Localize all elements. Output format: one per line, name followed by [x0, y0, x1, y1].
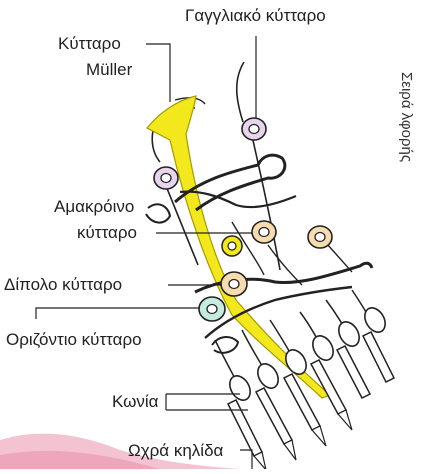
cone-body: [226, 372, 255, 404]
cone-outer-segment: [337, 346, 370, 398]
label-muller-line2: Müller: [86, 60, 132, 80]
label-horizontal-cell: Οριζόντιο κύτταρο: [6, 330, 142, 350]
cone-body: [309, 332, 338, 364]
synaptic-plexus: [212, 337, 238, 353]
cone-outer-segment: [256, 388, 292, 444]
synaptic-plexus: [146, 204, 170, 222]
nerve-fiber: [237, 62, 244, 122]
cone-tip: [284, 440, 296, 460]
cone-tip: [338, 410, 352, 430]
leader-line-muller: [146, 44, 170, 102]
cone-body: [254, 360, 283, 392]
cone-tip: [312, 426, 326, 446]
label-ochra: Ωχρά κηλίδα: [128, 441, 223, 461]
side-caption: Σειρά λφορής: [398, 72, 415, 162]
label-amacrine-line1: Αμακρόινο: [54, 197, 134, 217]
bipolar-fiber: [268, 245, 302, 285]
label-amacrine-line2: κύτταρο: [77, 223, 137, 243]
cone-body: [335, 318, 364, 350]
leader-line-ochra: [240, 450, 252, 469]
label-muller-line1: Κύτταρο: [58, 34, 121, 54]
cone-outer-segment: [363, 332, 394, 382]
cone-outer-segment: [228, 400, 262, 456]
label-ganglion-cell: Γαγγλιακό κύτταρο: [185, 6, 326, 26]
cone-tip: [254, 452, 266, 469]
label-cones: Κωνία: [112, 392, 159, 412]
label-bipolar-cell: Δίπολο κύτταρο: [4, 275, 122, 295]
leader-line-horizontal: [36, 308, 200, 319]
